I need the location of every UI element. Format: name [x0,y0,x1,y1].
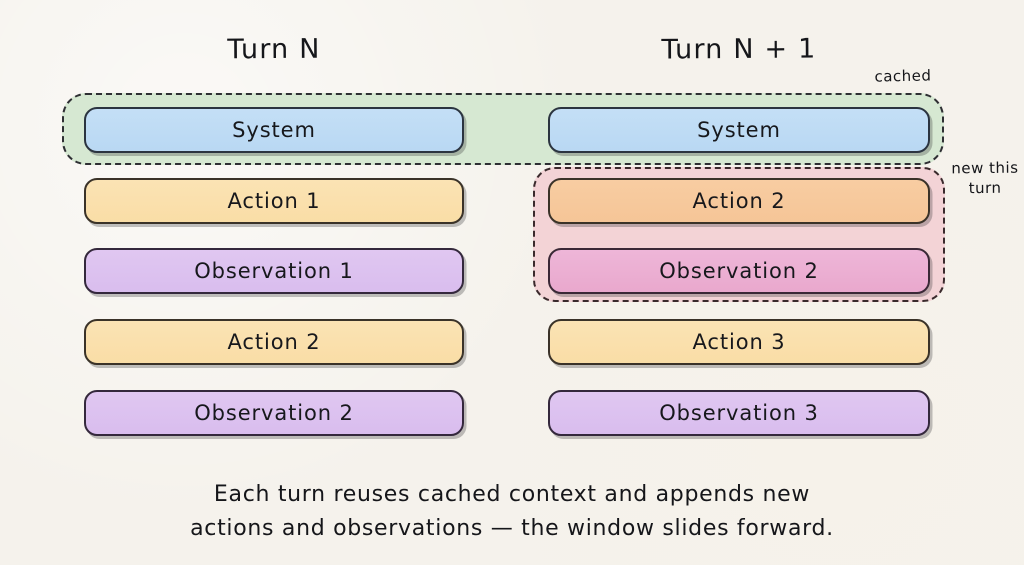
left-item-observation-2-label: Observation 2 [194,401,354,425]
left-item-observation-1[interactable]: Observation 1 [84,248,464,294]
left-item-action-1[interactable]: Action 1 [84,178,464,224]
left-item-system[interactable]: System [84,107,464,153]
right-item-action-3[interactable]: Action 3 [548,319,930,365]
column-title-right-text: Turn N + 1 [661,33,817,66]
right-item-observation-3-label: Observation 3 [659,401,819,425]
column-title-left-text: Turn N [227,33,321,66]
left-item-action-1-label: Action 1 [227,189,321,213]
right-item-observation-2-label: Observation 2 [659,259,819,283]
caption-line-1: Each turn reuses cached context and appe… [213,482,811,507]
cached-annotation: cached [862,65,944,87]
right-item-system-label: System [697,118,781,142]
right-item-action-2-label: Action 2 [692,189,786,213]
column-title-right: Turn N + 1 [548,33,930,66]
new-this-turn-annotation: new this turn [948,158,1022,199]
column-title-left: Turn N [84,33,464,66]
cached-annotation-text: cached [874,66,932,86]
diagram-caption: Each turn reuses cached context and appe… [112,478,912,546]
left-item-system-label: System [232,118,316,142]
left-item-observation-2[interactable]: Observation 2 [84,390,464,436]
right-item-system[interactable]: System [548,107,930,153]
caption-line-2: actions and observations — the window sl… [190,516,834,541]
left-item-action-2-label: Action 2 [227,330,321,354]
right-item-action-3-label: Action 3 [692,330,786,354]
right-item-action-2[interactable]: Action 2 [548,178,930,224]
left-item-observation-1-label: Observation 1 [194,259,354,283]
new-this-turn-line-1: new this [951,158,1019,178]
right-item-observation-3[interactable]: Observation 3 [548,390,930,436]
new-this-turn-line-2: turn [968,179,1002,198]
left-item-action-2[interactable]: Action 2 [84,319,464,365]
right-item-observation-2[interactable]: Observation 2 [548,248,930,294]
